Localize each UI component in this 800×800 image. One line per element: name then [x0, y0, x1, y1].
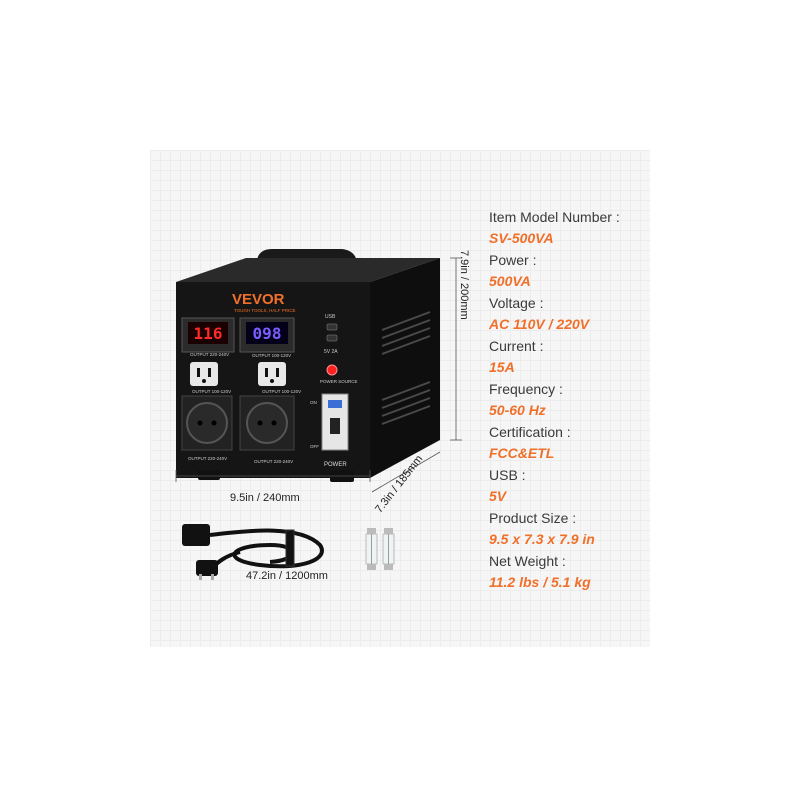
power-label: POWER — [324, 462, 347, 468]
spec-item: Frequency : 50-60 Hz — [489, 378, 659, 421]
spec-value: 9.5 x 7.3 x 7.9 in — [489, 531, 595, 547]
spare-fuse-right — [382, 528, 395, 570]
label-output-220-bottom-right: OUTPUT 220-240V — [254, 459, 293, 464]
eu-socket-left — [181, 395, 233, 451]
breaker-switch-lever[interactable] — [330, 418, 340, 434]
spec-value: 15A — [489, 359, 515, 375]
us-outlet-left — [190, 362, 218, 386]
spec-value: FCC&ETL — [489, 445, 555, 461]
dimension-height-label: 7.9in / 200mm — [458, 250, 470, 320]
spec-label: Power : — [489, 252, 537, 268]
breaker-label-plate — [328, 400, 342, 408]
display-right-screen — [246, 322, 288, 344]
spec-item: Item Model Number : SV-500VA — [489, 206, 659, 249]
spec-value: 500VA — [489, 273, 531, 289]
spec-value: 50-60 Hz — [489, 402, 546, 418]
device-top-face — [176, 258, 440, 282]
label-output-220-bottom-left: OUTPUT 220-240V — [188, 456, 227, 461]
display-left-screen — [188, 322, 228, 344]
dimension-width-label: 9.5in / 240mm — [230, 492, 300, 504]
dimension-line-depth — [371, 451, 441, 493]
brand-logo: VEVOR — [232, 291, 285, 308]
spec-item: Net Weight : 11.2 lbs / 5.1 kg — [489, 550, 659, 593]
label-output-110-top: OUTPUT 100-120V — [252, 353, 291, 358]
device-side-face — [370, 258, 440, 478]
usb-a-port[interactable] — [326, 334, 338, 342]
spec-label: Current : — [489, 338, 544, 354]
eu-socket-right — [239, 395, 295, 451]
spec-label: Product Size : — [489, 510, 577, 526]
spare-fuse-left — [365, 528, 378, 570]
power-cord — [182, 524, 324, 580]
dimension-line-height — [450, 257, 462, 441]
on-label: ON — [310, 400, 317, 405]
off-label: OFF — [310, 444, 319, 449]
us-outlet-right — [258, 362, 286, 386]
spec-item: Product Size : 9.5 x 7.3 x 7.9 in — [489, 507, 659, 550]
spec-value: SV-500VA — [489, 230, 554, 246]
side-vents — [381, 311, 431, 425]
spec-label: Item Model Number : — [489, 209, 620, 225]
spec-label: Net Weight : — [489, 553, 566, 569]
spec-label: Certification : — [489, 424, 571, 440]
spec-label: Voltage : — [489, 295, 544, 311]
spec-item: Power : 500VA — [489, 249, 659, 292]
device-foot-left — [198, 470, 220, 480]
brand-tagline: TOUGH TOOLS, HALF PRICE — [234, 308, 296, 313]
spec-item: Voltage : AC 110V / 220V — [489, 292, 659, 335]
spec-item: Current : 15A — [489, 335, 659, 378]
spec-list: Item Model Number : SV-500VA Power : 500VA… — [489, 206, 659, 593]
label-output-220-top: OUTPUT 220-240V — [190, 352, 229, 357]
spec-label: Frequency : — [489, 381, 563, 397]
usb-rating-label: 5V 2A — [324, 349, 338, 355]
label-output-110-left: OUTPUT 100-120V — [192, 389, 231, 394]
spec-label: USB : — [489, 467, 526, 483]
spec-item: Certification : FCC&ETL — [489, 421, 659, 464]
label-output-110-right: OUTPUT 100-120V — [262, 389, 301, 394]
dimension-cord-label: 47.2in / 1200mm — [246, 570, 328, 582]
spec-value: AC 110V / 220V — [489, 316, 590, 332]
power-source-label: POWER SOURCE — [320, 379, 358, 384]
power-indicator-light — [326, 364, 338, 376]
dimension-line-width — [175, 470, 371, 482]
display-left-reading: 116 — [194, 324, 223, 343]
spec-item: USB : 5V — [489, 464, 659, 507]
spec-value: 11.2 lbs / 5.1 kg — [489, 574, 591, 590]
spec-value: 5V — [489, 488, 507, 504]
display-right-reading: 098 — [253, 324, 282, 343]
usb-c-port[interactable] — [326, 323, 338, 331]
usb-label: USB — [325, 314, 336, 320]
